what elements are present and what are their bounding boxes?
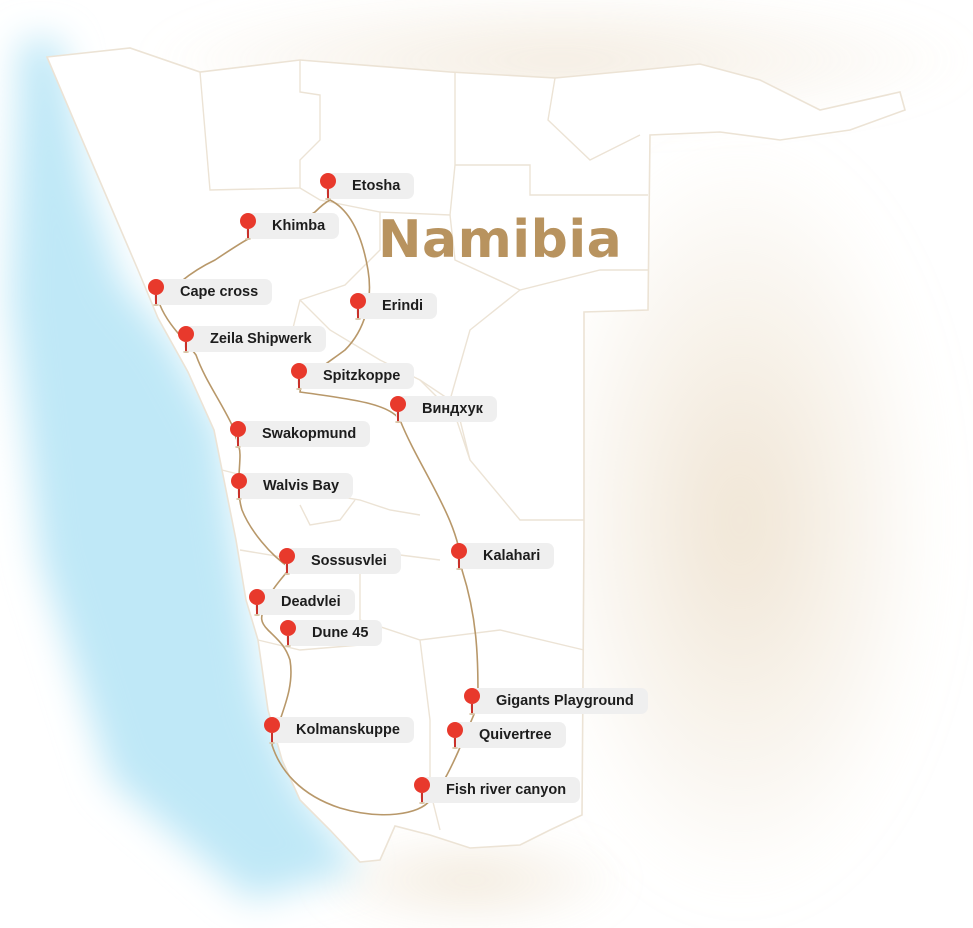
map-pin-icon	[412, 776, 432, 804]
marker-cape-cross[interactable]: Cape cross	[146, 278, 273, 306]
map-pin-icon	[449, 542, 469, 570]
map-pin-icon	[318, 172, 338, 200]
place-label: Swakopmund	[236, 421, 371, 447]
map-pin-icon	[229, 472, 249, 500]
map-pin-icon	[176, 325, 196, 353]
marker-khimba[interactable]: Khimba	[238, 212, 340, 240]
map-pin-icon	[277, 547, 297, 575]
country-title: Namibia	[378, 210, 623, 270]
map-pin-icon	[228, 420, 248, 448]
place-label: Kolmanskuppe	[270, 717, 414, 743]
place-label: Sossusvlei	[285, 548, 401, 574]
place-label: Dune 45	[286, 620, 383, 646]
place-label: Deadvlei	[255, 589, 355, 615]
marker-kolmanskuppe[interactable]: Kolmanskuppe	[262, 716, 414, 744]
place-label: Kalahari	[457, 543, 555, 569]
marker-erindi[interactable]: Erindi	[348, 292, 438, 320]
place-label: Cape cross	[154, 279, 273, 305]
marker-quivertree[interactable]: Quivertree	[445, 721, 566, 749]
ocean	[10, 40, 360, 900]
marker-swakopmund[interactable]: Swakopmund	[228, 420, 371, 448]
map-pin-icon	[238, 212, 258, 240]
marker-fish-river-canyon[interactable]: Fish river canyon	[412, 776, 581, 804]
place-label: Zeila Shipwerk	[184, 326, 326, 352]
place-label: Spitzkoppe	[297, 363, 415, 389]
map-pin-icon	[445, 721, 465, 749]
marker-gigants-playground[interactable]: Gigants Playground	[462, 687, 648, 715]
marker-dune-45[interactable]: Dune 45	[278, 619, 383, 647]
place-label: Erindi	[356, 293, 438, 319]
map-pin-icon	[262, 716, 282, 744]
place-label: Khimba	[246, 213, 340, 239]
marker-windhoek[interactable]: Виндхук	[388, 395, 497, 423]
map-pin-icon	[247, 588, 267, 616]
marker-sossusvlei[interactable]: Sossusvlei	[277, 547, 401, 575]
marker-zeila-shipwerk[interactable]: Zeila Shipwerk	[176, 325, 326, 353]
place-label: Walvis Bay	[237, 473, 354, 499]
place-label: Gigants Playground	[470, 688, 648, 714]
place-label: Fish river canyon	[420, 777, 581, 803]
marker-walvis-bay[interactable]: Walvis Bay	[229, 472, 354, 500]
place-label: Виндхук	[396, 396, 497, 422]
place-label: Etosha	[326, 173, 415, 199]
marker-etosha[interactable]: Etosha	[318, 172, 415, 200]
map-pin-icon	[462, 687, 482, 715]
map-pin-icon	[146, 278, 166, 306]
marker-deadvlei[interactable]: Deadvlei	[247, 588, 355, 616]
map-pin-icon	[388, 395, 408, 423]
map-pin-icon	[278, 619, 298, 647]
marker-spitzkoppe[interactable]: Spitzkoppe	[289, 362, 415, 390]
map-pin-icon	[348, 292, 368, 320]
map-pin-icon	[289, 362, 309, 390]
marker-kalahari[interactable]: Kalahari	[449, 542, 555, 570]
place-label: Quivertree	[453, 722, 566, 748]
